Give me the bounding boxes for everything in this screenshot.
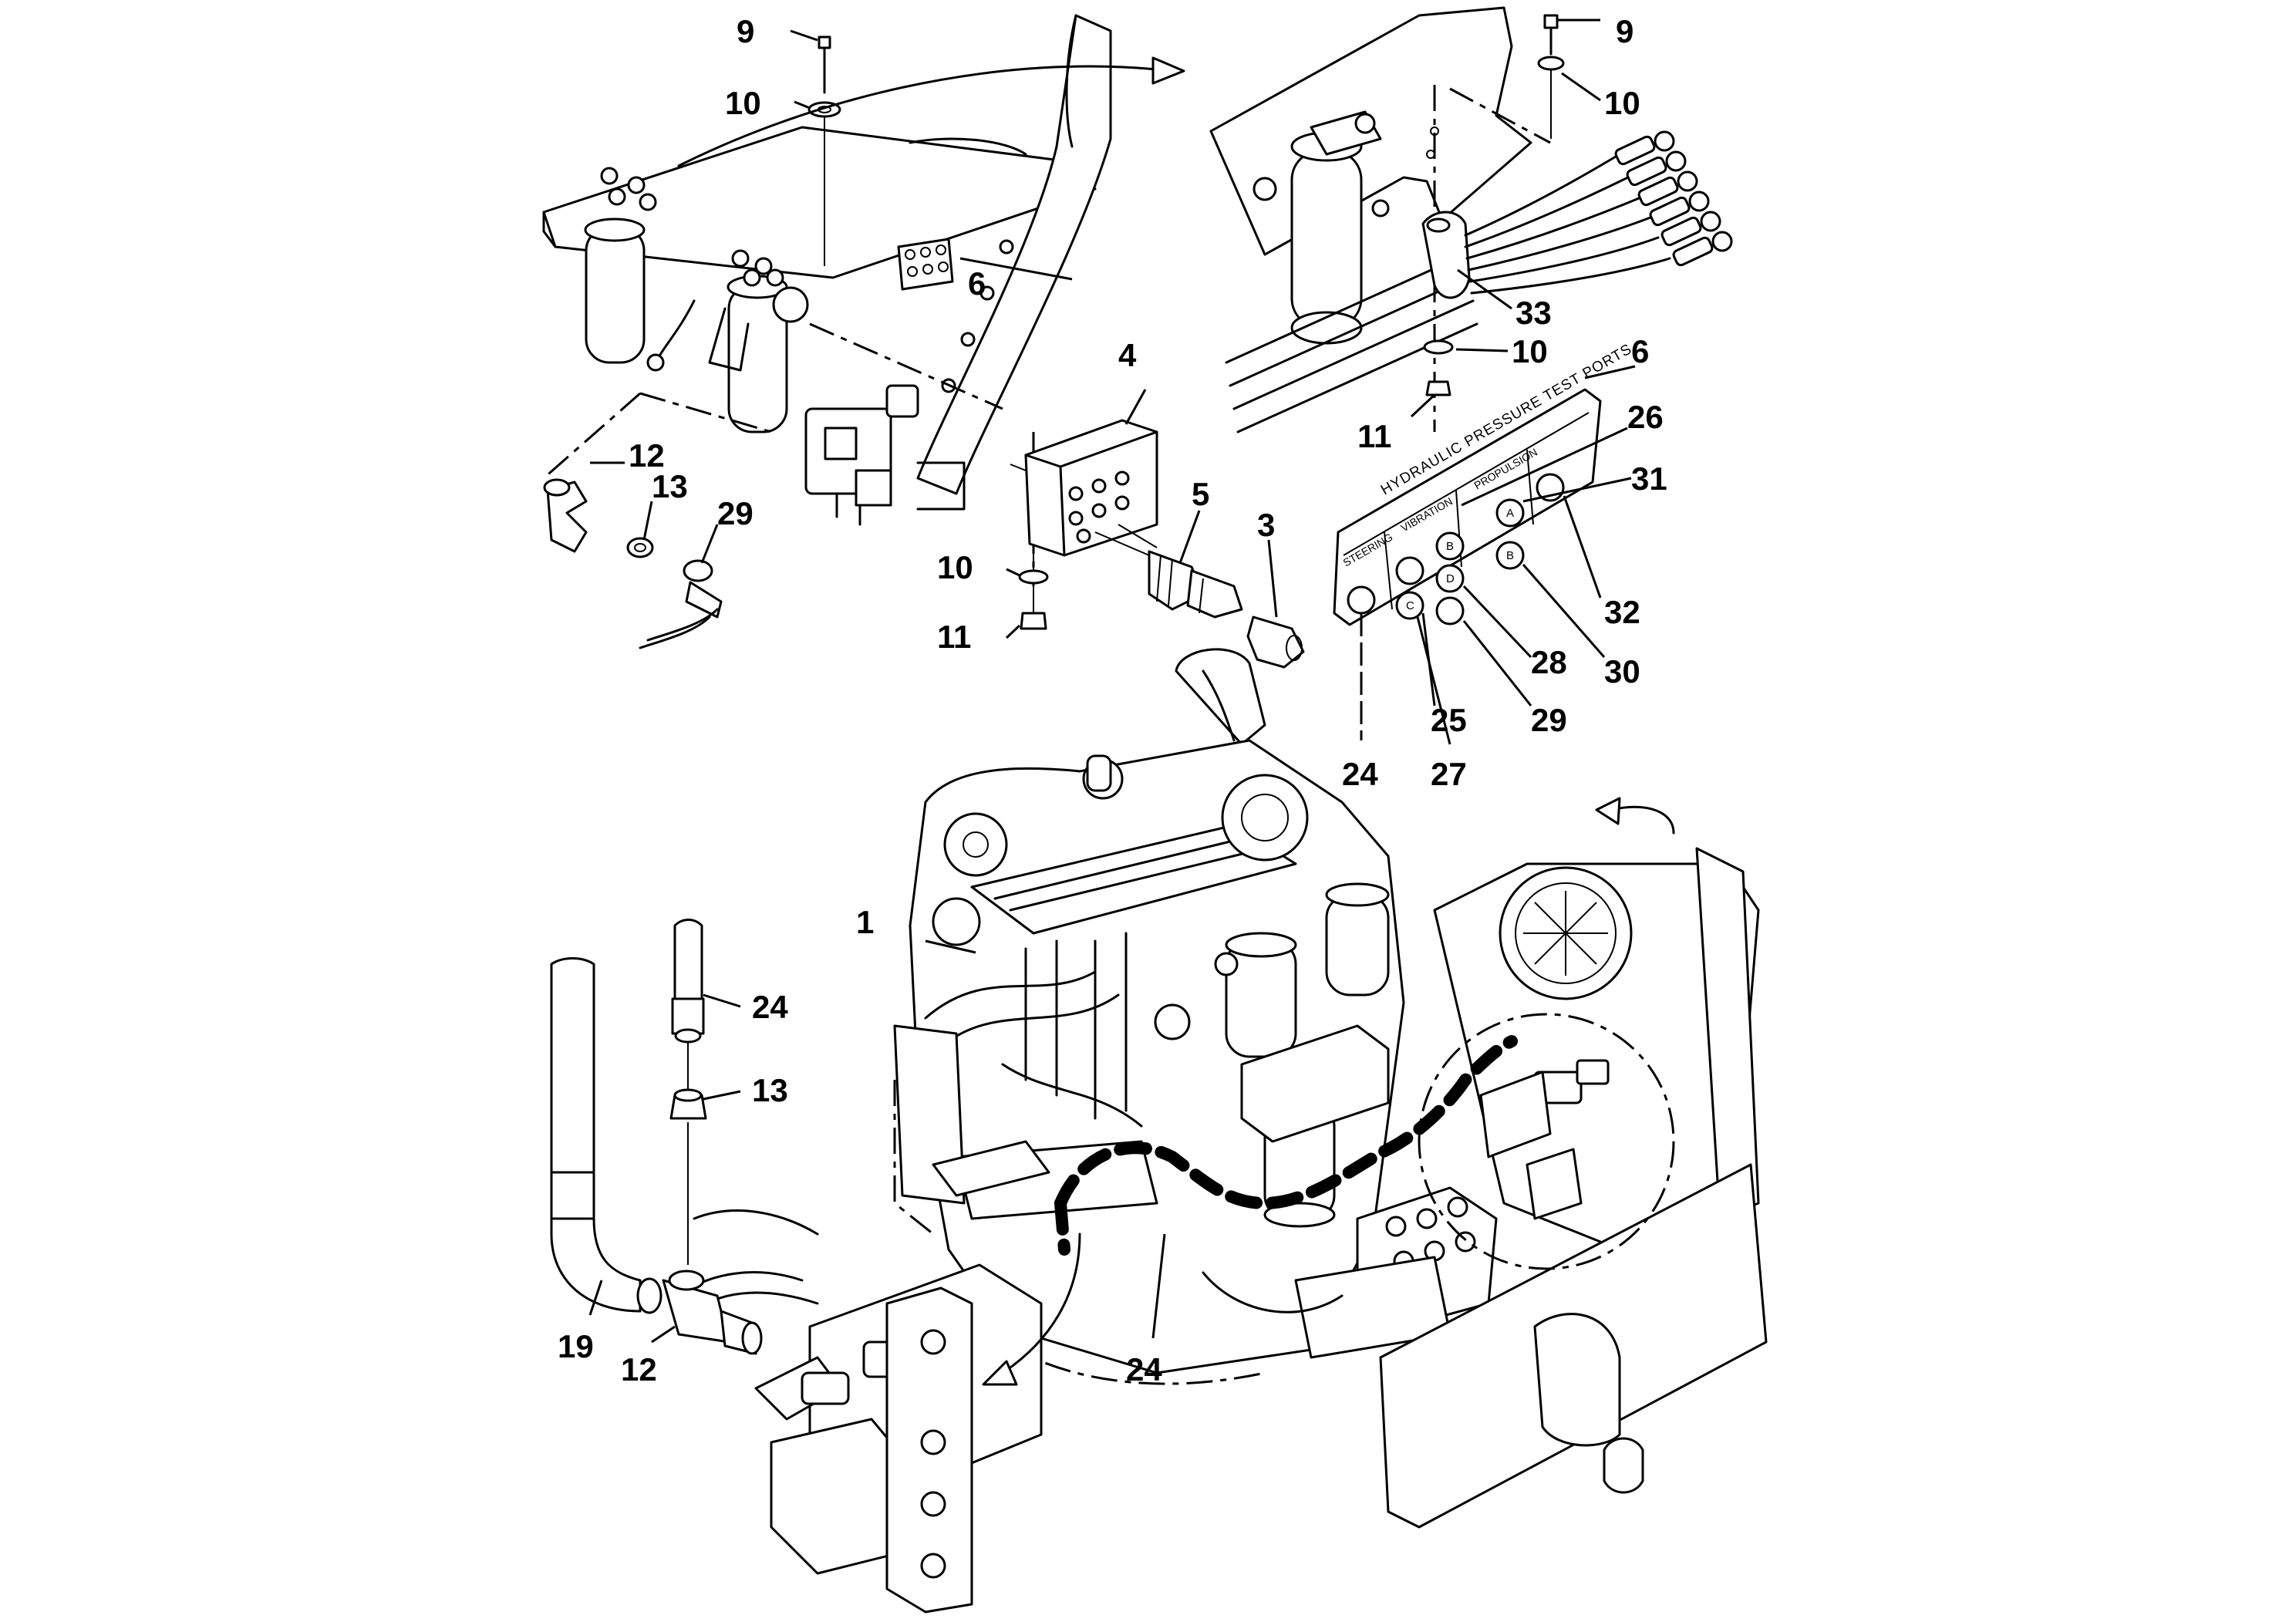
callout-10: 10 bbox=[725, 85, 761, 121]
callout-10: 10 bbox=[937, 549, 973, 585]
test-port-coupling-5 bbox=[1094, 531, 1243, 619]
port-label-b: B bbox=[1446, 540, 1454, 553]
leader-lines bbox=[588, 19, 1636, 1344]
dust-cap-3 bbox=[1246, 615, 1305, 669]
callout-13: 13 bbox=[652, 468, 688, 504]
engine-assembly bbox=[893, 648, 1498, 1374]
callout-6: 6 bbox=[1631, 333, 1649, 369]
elbow-fitting-12-upper bbox=[543, 478, 588, 553]
callout-24: 24 bbox=[752, 989, 788, 1025]
detail-circle bbox=[1418, 1013, 1675, 1270]
port-vibration-c bbox=[1395, 591, 1424, 620]
callout-11: 11 bbox=[1357, 418, 1391, 454]
test-ports-decal-6: HYDRAULIC PRESSURE TEST PORTS STEERING V… bbox=[1333, 341, 1635, 626]
port-label-c: C bbox=[1406, 599, 1414, 612]
tee-fitting-12 bbox=[662, 1270, 763, 1355]
port-label-a: A bbox=[1506, 507, 1514, 520]
callout-10: 10 bbox=[1604, 85, 1640, 121]
callout-28: 28 bbox=[1531, 644, 1567, 680]
callout-1: 1 bbox=[856, 904, 874, 940]
callout-9: 9 bbox=[1616, 13, 1633, 49]
callout-32: 32 bbox=[1604, 594, 1640, 630]
port-label-d: D bbox=[1446, 572, 1455, 585]
callout-12: 12 bbox=[621, 1351, 657, 1388]
callout-33: 33 bbox=[1515, 295, 1552, 331]
callout-5: 5 bbox=[1192, 476, 1209, 512]
callout-19: 19 bbox=[558, 1328, 594, 1364]
adapter-13-upper bbox=[626, 537, 654, 558]
port-label-b-prop: B bbox=[1506, 549, 1514, 562]
washer-10-nut-11-lower bbox=[1018, 548, 1049, 630]
callout-31: 31 bbox=[1631, 460, 1667, 497]
rotation-arrow-icon bbox=[1595, 797, 1675, 835]
callout-12: 12 bbox=[629, 437, 665, 474]
port-vibration-b bbox=[1435, 531, 1465, 561]
port-propulsion-b bbox=[1495, 541, 1525, 570]
hose-24-lower bbox=[671, 919, 705, 1091]
port-propulsion-a bbox=[1495, 498, 1525, 528]
adapter-13-lower bbox=[669, 1088, 707, 1265]
rotation-arrow-icon bbox=[677, 56, 1185, 167]
callout-11: 11 bbox=[937, 619, 971, 655]
callout-29: 29 bbox=[1531, 702, 1567, 738]
callout-24: 24 bbox=[1126, 1351, 1162, 1388]
port-vibration-gauge bbox=[1435, 596, 1465, 626]
port-steering bbox=[1347, 585, 1376, 615]
callout-27: 27 bbox=[1431, 756, 1467, 792]
manifold-block-4 bbox=[1010, 419, 1158, 557]
hose-route-24 bbox=[1054, 1035, 1518, 1210]
callout-labels: 9 10 6 4 5 3 10 11 12 13 29 9 10 33 10 1… bbox=[558, 13, 1667, 1388]
pump-detail-assembly bbox=[677, 1209, 1043, 1614]
port-vibration-d bbox=[1435, 564, 1465, 593]
callout-29: 29 bbox=[717, 495, 754, 531]
callout-26: 26 bbox=[1627, 399, 1664, 435]
hose-19 bbox=[550, 957, 663, 1314]
filter-bracket-assembly bbox=[542, 14, 1112, 586]
bracket-detail-assembly bbox=[1209, 6, 1733, 433]
callout-9: 9 bbox=[737, 13, 754, 49]
callout-30: 30 bbox=[1604, 653, 1640, 690]
hose-29-upper bbox=[639, 559, 723, 649]
callout-10: 10 bbox=[1512, 333, 1548, 369]
callout-6: 6 bbox=[968, 265, 986, 302]
chassis-frame bbox=[1002, 847, 1768, 1529]
port-vibration-a bbox=[1395, 556, 1424, 585]
callout-24: 24 bbox=[1342, 756, 1378, 792]
hose-route-24-branch bbox=[1054, 1197, 1070, 1256]
rotation-arrow-icon bbox=[982, 1233, 1081, 1386]
callout-13: 13 bbox=[752, 1072, 788, 1108]
callout-4: 4 bbox=[1118, 337, 1137, 373]
callout-3: 3 bbox=[1257, 507, 1275, 543]
callout-25: 25 bbox=[1431, 702, 1467, 738]
